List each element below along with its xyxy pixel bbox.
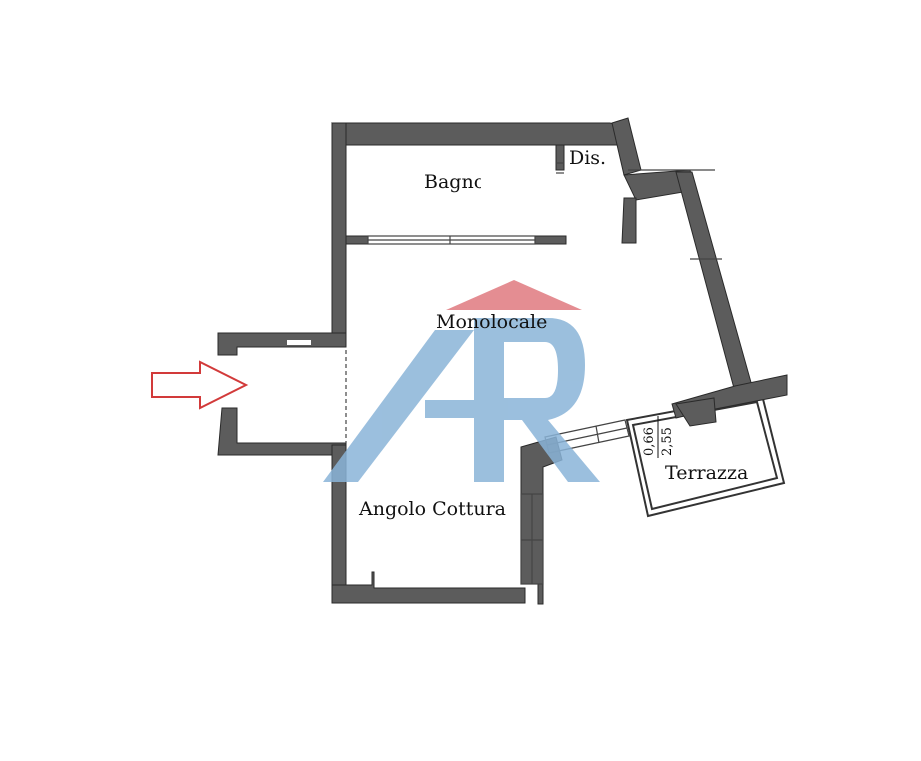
room-label-bagno: Bagno [424,171,485,193]
dimension-width: 0,66 [642,427,657,456]
corridor-marker [287,340,311,345]
logo-letter-a-left [323,330,474,482]
label-mask [481,170,493,194]
room-label-monolocale: Monolocale [436,311,547,333]
logo-roof [446,280,582,310]
entry-arrow-icon [151,360,249,410]
dimension-height: 2,55 [660,427,675,456]
room-label-angolo-cottura: Angolo Cottura [358,498,506,520]
terrace-dimensions: 0,66 2,55 [642,416,675,458]
walls [217,117,788,605]
room-label-dis: Dis. [569,147,606,169]
logo-letter-r [504,318,600,482]
logo-letter-a-bar [425,400,505,418]
room-label-terrazza: Terrazza [665,462,748,484]
watermark-logo: AR [323,280,600,482]
